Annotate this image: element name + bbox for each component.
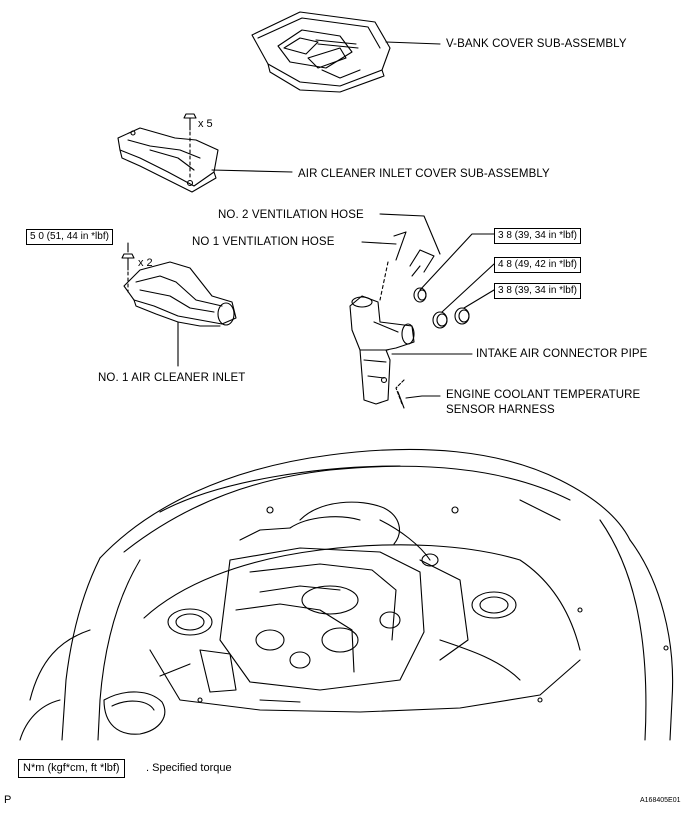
v-bank-cover-part [251, 11, 391, 93]
label-intake-air-connector-pipe: INTAKE AIR CONNECTOR PIPE [476, 348, 648, 360]
hose-clamp-2 [432, 311, 448, 329]
air-cleaner-inlet-cover-part [117, 127, 219, 193]
footer-figure-id: A168405E01 [640, 797, 681, 804]
torque-clamp-3: 3 8 (39, 34 in *lbf) [494, 283, 581, 299]
leader-clamp-1 [419, 233, 495, 291]
leader-no1-hose [361, 241, 397, 245]
legend-torque-text: . Specified torque [146, 762, 232, 774]
torque-clamp-1: 3 8 (39, 34 in *lbf) [494, 228, 581, 244]
quantity-cover-bolts: x 5 [198, 118, 213, 130]
leader-coolant-harness [405, 395, 441, 399]
leader-clamp-2 [441, 263, 495, 313]
label-no1-ventilation-hose: NO 1 VENTILATION HOSE [192, 236, 335, 248]
torque-clamp-2: 4 8 (49, 42 in *lbf) [494, 257, 581, 273]
leader-no2-hose [379, 213, 441, 255]
car-engine-bay [19, 448, 674, 741]
leader-clamp-3 [463, 289, 495, 309]
no2-ventilation-hose-part [409, 249, 435, 277]
hose-clamp-3 [454, 307, 470, 325]
legend-torque-box: N*m (kgf*cm, ft *lbf) [18, 759, 125, 778]
engine-coolant-harness-part [395, 379, 405, 409]
no1-ventilation-hose-part [379, 231, 407, 301]
label-v-bank-cover: V-BANK COVER SUB-ASSEMBLY [446, 38, 627, 50]
intake-air-connector-pipe-part [349, 295, 415, 405]
label-no2-ventilation-hose: NO. 2 VENTILATION HOSE [218, 209, 364, 221]
quantity-inlet-bolts: x 2 [138, 257, 153, 269]
label-engine-coolant-line2: SENSOR HARNESS [446, 404, 555, 416]
label-air-cleaner-inlet-cover: AIR CLEANER INLET COVER SUB-ASSEMBLY [298, 168, 550, 180]
leader-inlet-cover [211, 169, 293, 173]
hose-clamp-1 [413, 287, 427, 303]
air-cleaner-inlet-part [123, 261, 237, 327]
bolt-icon [183, 113, 197, 181]
torque-inlet-bolt: 5 0 (51, 44 in *lbf) [26, 229, 113, 245]
label-no1-air-cleaner-inlet: NO. 1 AIR CLEANER INLET [98, 372, 246, 384]
footer-page-marker: P [4, 794, 12, 806]
label-engine-coolant-line1: ENGINE COOLANT TEMPERATURE [446, 389, 641, 401]
leader-v-bank [385, 41, 441, 45]
bolt-icon [121, 253, 135, 293]
